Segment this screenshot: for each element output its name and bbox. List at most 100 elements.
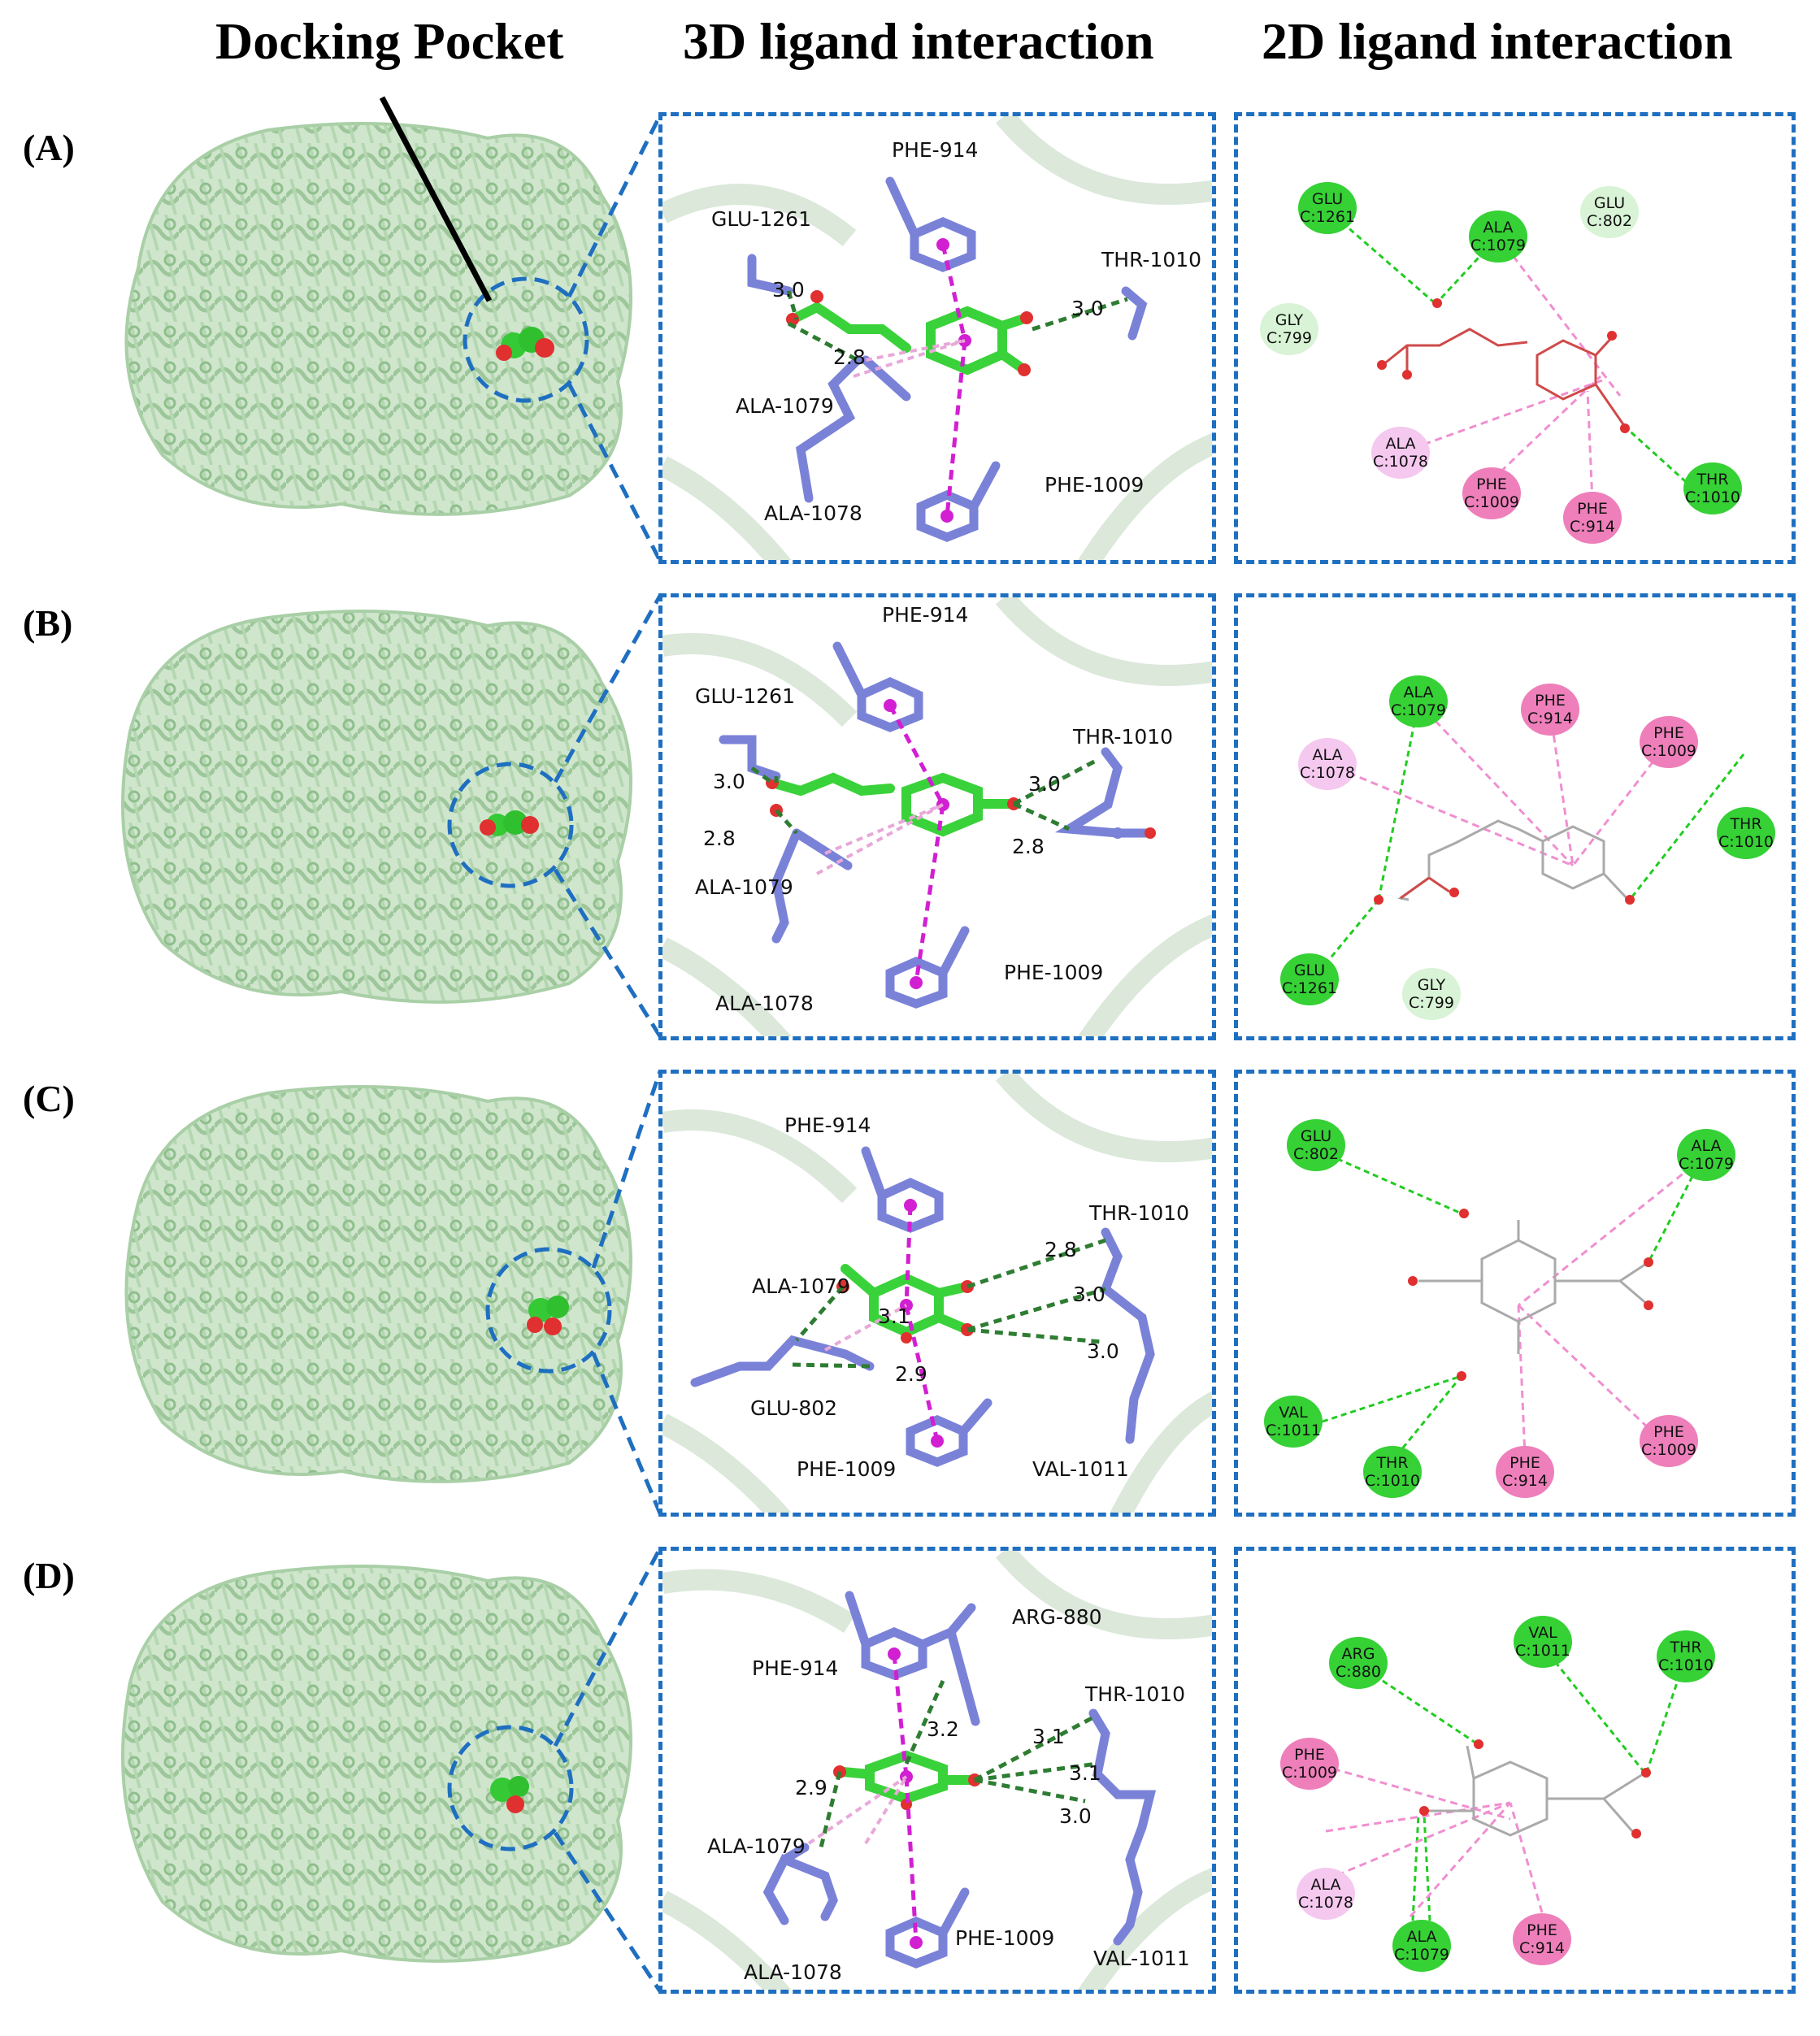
svg-text:C:1010: C:1010 [1718,833,1774,851]
svg-text:C:1009: C:1009 [1464,493,1519,511]
residue-label: ALA-1078 [744,1960,842,1984]
residue-label: PHE-1009 [1004,961,1103,984]
svg-text:VAL: VAL [1279,1404,1308,1422]
ligand-3d-view-d: PHE-914 ARG-880 THR-1010 ALA-1079 ALA-10… [662,1551,1212,1990]
header-2d-interaction: 2D ligand interaction [1262,12,1733,70]
distance-label: 2.9 [895,1362,927,1386]
protein-structure-d [121,1565,632,1963]
svg-text:C:1078: C:1078 [1300,764,1355,782]
svg-text:C:1010: C:1010 [1658,1656,1714,1674]
panel-3d-c: PHE-914 THR-1010 ALA-1079 GLU-802 PHE-10… [658,1070,1216,1517]
svg-text:C:914: C:914 [1519,1939,1565,1957]
docking-site-a [463,276,589,403]
svg-text:C:1079: C:1079 [1394,1946,1449,1964]
residue-label: ALA-1079 [707,1834,806,1858]
svg-text:ALA: ALA [1385,435,1415,453]
svg-text:THR: THR [1729,815,1761,833]
distance-label: 3.0 [1087,1339,1119,1363]
svg-text:C:1261: C:1261 [1300,208,1355,226]
svg-text:ALA: ALA [1403,684,1433,701]
svg-text:ALA: ALA [1406,1928,1436,1946]
residue-label: VAL-1011 [1093,1947,1190,1970]
distance-label: 2.8 [1012,835,1045,858]
row-label-d: (D) [23,1555,75,1596]
svg-text:C:1261: C:1261 [1282,979,1337,997]
svg-text:THR: THR [1375,1454,1408,1472]
svg-text:C:1079: C:1079 [1391,701,1446,719]
svg-text:PHE: PHE [1535,692,1566,710]
svg-text:GLY: GLY [1418,976,1446,994]
svg-text:THR: THR [1696,471,1728,488]
row-label-c: (C) [23,1078,75,1119]
residue-label: ALA-1079 [736,394,834,418]
svg-text:ALA: ALA [1312,746,1342,764]
residue-label: GLU-1261 [695,684,795,708]
residue-label: ARG-880 [1012,1605,1102,1629]
residue-label: PHE-914 [752,1656,838,1680]
protein-structure-a [124,122,632,516]
svg-text:GLU: GLU [1294,962,1325,979]
protein-structure-b [121,610,632,1004]
residue-label: THR-1010 [1072,725,1173,749]
svg-text:C:1078: C:1078 [1373,453,1428,471]
distance-label: 3.0 [1073,1283,1105,1306]
residue-label: PHE-1009 [797,1457,896,1481]
svg-text:ARG: ARG [1342,1645,1375,1663]
svg-text:C:1078: C:1078 [1298,1894,1353,1912]
panel-3d-d: PHE-914 ARG-880 THR-1010 ALA-1079 ALA-10… [658,1547,1216,1994]
svg-text:PHE: PHE [1653,724,1684,742]
residue-label: PHE-1009 [955,1926,1054,1950]
svg-text:GLU: GLU [1594,194,1625,212]
header-docking-pocket: Docking Pocket [215,12,564,70]
distance-label: 2.8 [703,827,736,850]
svg-text:THR: THR [1669,1639,1701,1656]
residue-label: PHE-1009 [1045,473,1144,497]
svg-text:C:1010: C:1010 [1365,1472,1420,1490]
residue-label: THR-1010 [1088,1201,1189,1225]
svg-text:GLY: GLY [1275,311,1304,329]
protein-structure-c [124,1085,632,1483]
svg-text:PHE: PHE [1509,1454,1540,1472]
residue-label: GLU-802 [750,1396,837,1420]
ligand-3d-view-a: PHE-914 GLU-1261 THR-1010 ALA-1079 ALA-1… [662,116,1212,560]
distance-label: 3.0 [713,770,745,793]
residue-label: THR-1010 [1101,248,1201,271]
residue-label: VAL-1011 [1032,1457,1129,1481]
row-label-a: (A) [23,127,75,168]
svg-text:C:914: C:914 [1570,518,1615,536]
residue-label: ALA-1078 [764,501,862,525]
svg-text:C:880: C:880 [1336,1663,1381,1681]
row-label-b: (B) [23,602,73,644]
distance-label: 3.0 [1059,1804,1092,1828]
distance-label: 3.1 [1069,1761,1101,1785]
svg-text:PHE: PHE [1476,475,1507,493]
distance-label: 3.0 [1028,772,1061,796]
svg-text:C:1079: C:1079 [1679,1155,1734,1173]
svg-text:C:799: C:799 [1266,329,1312,347]
residue-label: PHE-914 [892,138,978,162]
distance-label: 2.8 [833,345,866,369]
residue-label: PHE-914 [784,1114,871,1137]
